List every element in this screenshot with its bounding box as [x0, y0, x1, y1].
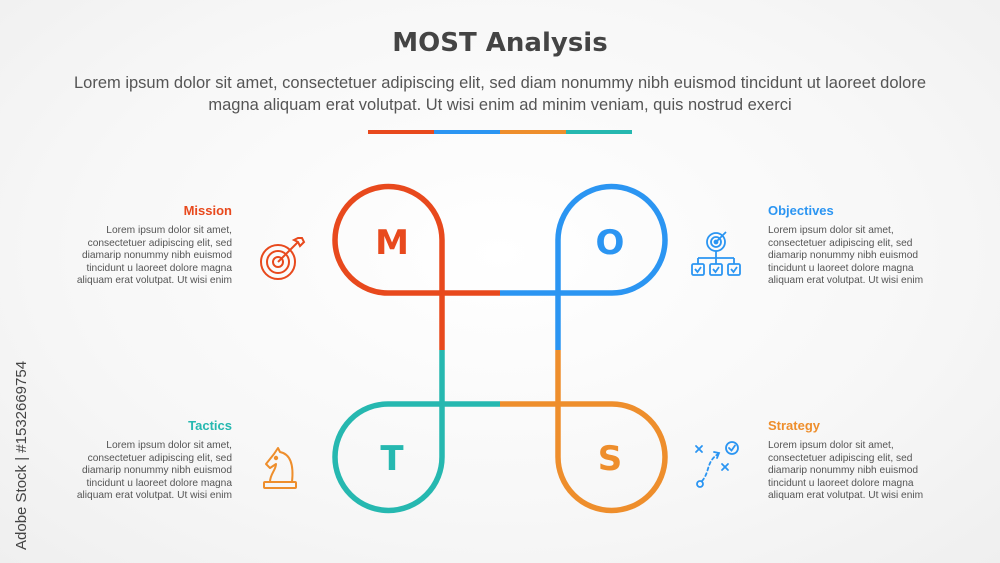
strategy-block: Strategy Lorem ipsum dolor sit amet, con… — [768, 418, 940, 503]
chess-knight-icon — [252, 442, 312, 502]
target-dartboard-icon — [252, 230, 312, 290]
watermark-text: Adobe Stock | #1532669754 — [13, 361, 30, 550]
title-bar-segment-tactics — [566, 130, 632, 134]
strategy-body: Lorem ipsum dolor sit amet, consectetuer… — [768, 440, 924, 501]
tactics-heading: Tactics — [188, 418, 232, 433]
target-hierarchy-checklist-icon — [686, 228, 746, 288]
tactics-body: Lorem ipsum dolor sit amet, consectetuer… — [76, 440, 232, 501]
mission-block: Mission Lorem ipsum dolor sit amet, cons… — [60, 203, 232, 288]
letter-m: M — [375, 223, 409, 263]
title-bar-segment-mission — [368, 130, 434, 134]
loop-strategy — [500, 350, 668, 514]
objectives-body: Lorem ipsum dolor sit amet, consectetuer… — [768, 225, 924, 286]
loop-tactics — [332, 350, 500, 514]
letter-o: O — [596, 223, 625, 263]
loop-objectives — [500, 183, 668, 350]
tactics-block: Tactics Lorem ipsum dolor sit amet, cons… — [60, 418, 232, 503]
objectives-heading: Objectives — [768, 203, 834, 218]
letter-t: T — [380, 439, 404, 479]
title-bar-segment-strategy — [500, 130, 566, 134]
loop-mission — [332, 183, 500, 350]
strategy-heading: Strategy — [768, 418, 821, 433]
letter-s: S — [598, 439, 623, 479]
title-bar-segment-objectives — [434, 130, 500, 134]
title-color-bar — [368, 130, 632, 134]
page-title: MOST Analysis — [392, 28, 608, 58]
page-subtitle: Lorem ipsum dolor sit amet, consectetuer… — [73, 74, 927, 114]
mission-body: Lorem ipsum dolor sit amet, consectetuer… — [76, 225, 232, 286]
watermark: Adobe Stock | #1532669754 — [13, 361, 30, 550]
strategy-play-diagram-icon — [686, 436, 746, 496]
objectives-block: Objectives Lorem ipsum dolor sit amet, c… — [768, 203, 940, 288]
mission-heading: Mission — [183, 203, 232, 218]
